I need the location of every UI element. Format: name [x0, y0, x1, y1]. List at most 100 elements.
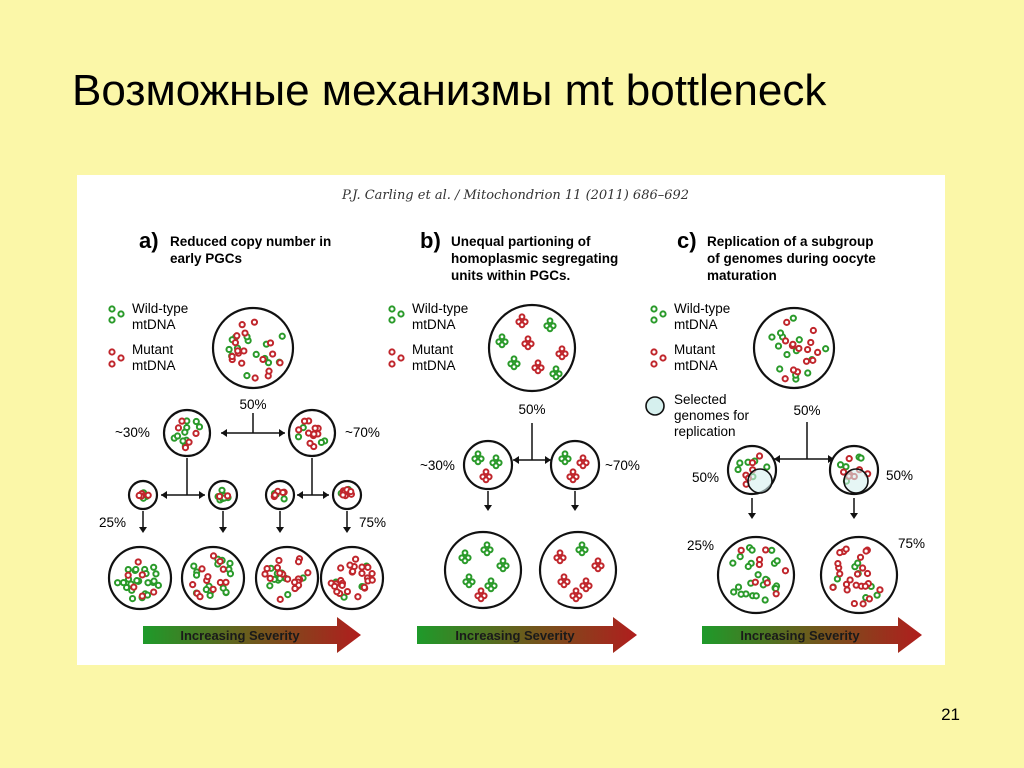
mutant-mtdna-icon [579, 454, 587, 462]
wildtype-mtdna-icon [546, 317, 554, 325]
mutant-mtdna-icon [108, 360, 116, 368]
wildtype-mtdna-icon [226, 570, 235, 578]
wildtype-mtdna-icon [206, 591, 214, 599]
mutant-mtdna-icon [842, 545, 850, 553]
mutant-mtdna-icon [534, 359, 542, 367]
wildtype-mtdna-icon [144, 579, 152, 587]
mutant-mtdna-icon [241, 329, 249, 337]
panel-title: of genomes during oocyte [707, 251, 876, 266]
mutant-mtdna-icon [223, 492, 232, 500]
percent-label: 50% [518, 402, 545, 417]
percent-label: ~70% [605, 458, 640, 473]
mutant-mtdna-icon [789, 366, 798, 374]
legend-wildtype-label: mtDNA [674, 317, 718, 332]
wildtype-mtdna-icon [776, 365, 784, 373]
mutant-mtdna-icon [534, 367, 542, 375]
wildtype-mtdna-icon [487, 585, 495, 593]
mutant-mtdna-icon [174, 424, 183, 432]
mutant-mtdna-icon [856, 553, 865, 561]
legend-wildtype-label: Wild-type [674, 301, 730, 316]
wildtype-mtdna-icon [510, 363, 518, 371]
mutant-mtdna-icon [358, 563, 366, 571]
wildtype-mtdna-icon [857, 454, 865, 462]
percent-label: 50% [239, 397, 266, 412]
legend-mutant-label: mtDNA [132, 358, 176, 373]
mutant-mtdna-icon [572, 595, 580, 603]
wildtype-mtdna-icon [294, 433, 303, 441]
mutant-mtdna-icon [751, 578, 759, 586]
wildtype-mtdna-icon [552, 365, 560, 373]
mutant-mtdna-icon [276, 359, 284, 367]
mutant-mtdna-icon [263, 565, 271, 573]
wildtype-mtdna-icon [280, 495, 288, 503]
mutant-mtdna-icon [737, 546, 745, 554]
wildtype-mtdna-icon [795, 336, 803, 344]
arrow-right-icon [828, 455, 834, 463]
wildtype-mtdna-icon [225, 345, 233, 354]
mutant-mtdna-icon [772, 590, 780, 598]
wildtype-mtdna-icon [122, 583, 131, 592]
wildtype-mtdna-icon [734, 583, 743, 591]
mutant-mtdna-icon [477, 587, 485, 595]
wildtype-mtdna-icon [226, 559, 234, 567]
mutant-mtdna-icon [482, 476, 490, 484]
wildtype-mtdna-icon [202, 585, 210, 594]
wildtype-mtdna-icon [117, 310, 125, 318]
arrow-down-icon [276, 527, 284, 533]
legend-wildtype-label: mtDNA [132, 317, 176, 332]
mutant-mtdna-icon [368, 576, 376, 584]
legend-mutant-label: Mutant [674, 342, 716, 357]
mutant-mtdna-icon [304, 569, 312, 577]
mutant-mtdna-icon [795, 344, 803, 353]
citation: P.J. Carling et al. / Mitochondrion 11 (… [341, 188, 689, 203]
wildtype-mtdna-icon [499, 565, 507, 573]
wildtype-mtdna-icon [108, 316, 116, 324]
mutant-mtdna-icon [518, 321, 526, 329]
arrow-left-icon [774, 455, 780, 463]
panel-title: units within PGCs. [451, 268, 570, 283]
mutant-mtdna-icon [809, 356, 817, 364]
wildtype-mtdna-icon [773, 557, 781, 565]
mutant-mtdna-icon [269, 350, 277, 358]
mutant-mtdna-icon [209, 585, 217, 593]
mutant-mtdna-icon [349, 567, 357, 575]
selected-genomes-icon [747, 468, 773, 494]
arrow-right-icon [199, 491, 205, 499]
wildtype-mtdna-icon [498, 341, 506, 349]
mutant-mtdna-icon [333, 588, 341, 596]
mutant-mtdna-icon [228, 352, 236, 361]
mutant-mtdna-icon [802, 357, 811, 365]
mutant-mtdna-icon [579, 462, 587, 470]
wildtype-mtdna-icon [768, 333, 776, 341]
mutant-mtdna-icon [209, 552, 218, 560]
mutant-mtdna-icon [310, 430, 318, 438]
wildtype-mtdna-icon [119, 579, 128, 587]
wildtype-mtdna-icon [854, 559, 862, 567]
wildtype-mtdna-icon [192, 571, 201, 579]
mutant-mtdna-icon [251, 374, 259, 382]
wildtype-mtdna-icon [474, 450, 482, 458]
mutant-mtdna-icon [219, 565, 227, 573]
arrow-right-icon [279, 429, 285, 437]
mutant-mtdna-icon [862, 547, 870, 555]
mutant-mtdna-icon [339, 491, 347, 499]
wildtype-mtdna-icon [774, 342, 783, 350]
mutant-mtdna-icon [181, 443, 190, 452]
arrow-left-icon [221, 429, 227, 437]
arrow-left-icon [161, 491, 167, 499]
wildtype-mtdna-icon [492, 454, 500, 462]
severity-label: Increasing Severity [455, 628, 575, 643]
legend-mutant-label: Mutant [132, 342, 174, 357]
mutant-mtdna-icon [477, 595, 485, 603]
mutant-mtdna-icon [192, 429, 200, 437]
mutant-mtdna-icon [755, 452, 764, 460]
mutant-mtdna-icon [108, 348, 116, 356]
mutant-mtdna-icon [388, 348, 396, 356]
mutant-mtdna-icon [215, 492, 224, 500]
severity-arrow [417, 617, 637, 653]
wildtype-mtdna-icon [748, 546, 756, 554]
mutant-mtdna-icon [388, 360, 396, 368]
percent-label: 75% [898, 536, 925, 551]
mutant-mtdna-icon [234, 347, 242, 355]
mutant-mtdna-icon [290, 578, 299, 586]
